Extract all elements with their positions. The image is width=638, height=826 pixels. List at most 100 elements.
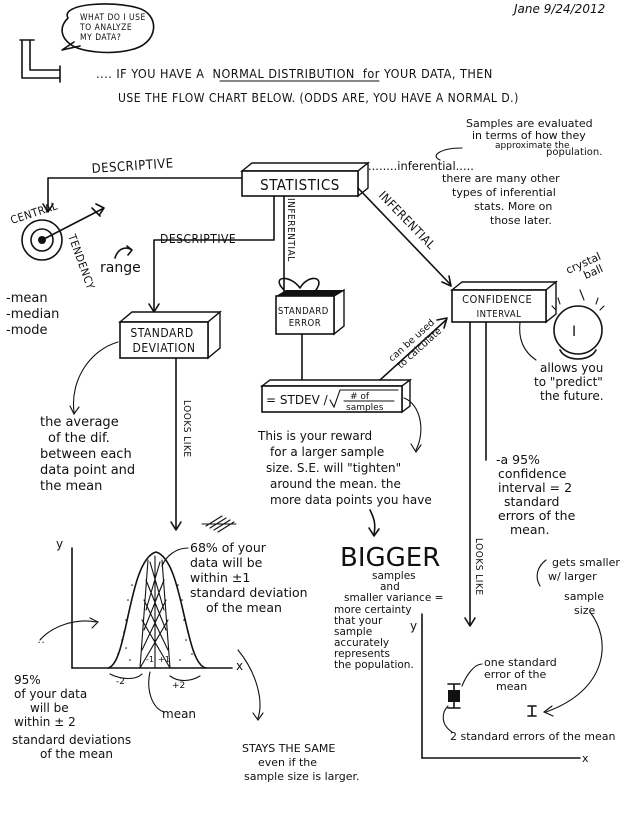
crystal-ball-stand-icon [559,349,597,360]
target-middle-ring [30,228,54,252]
descriptive-top-label: DESCRIPTIVE [91,156,174,177]
one-se-note: one standard error of the mean [484,656,560,693]
can-be-used-arrowhead [436,317,448,329]
sd-definition-note: the average of the dif. between each dat… [40,415,139,494]
se-plot: y x [410,613,589,765]
inferential-dotted-label: ........inferential..... [368,159,474,173]
question-bubble [61,3,155,54]
bell-curve-plot: y x -1 +1 -2 +2 [56,537,243,691]
can-be-used-label: can be used to calculate [387,315,447,372]
stays-same-arrowhead [252,712,264,721]
inferential-vertical-label: INFERENTIAL [285,198,296,262]
many-types-note: there are many other types of inferentia… [442,172,563,227]
formula-box [261,385,403,413]
mean-pointer [148,671,165,713]
bell-95-dots [117,584,193,661]
bell-y-label: y [56,537,63,551]
standard-deviation-box [119,321,209,359]
bell-curve-outline [107,551,207,669]
tendency-label: TENDENCY [65,232,97,292]
standard-deviation-label: STANDARD DEVIATION [130,326,197,355]
descriptive-mid-label: DESCRIPTIVE [160,232,236,246]
pct68-note: 68% of your data will be within ±1 stand… [190,540,312,615]
crystal-ball-sparkle-icon [551,297,605,311]
statistics-box-top [240,162,370,172]
ci-95-note: -a 95% confidence interval = 2 standard … [496,452,579,537]
sd-box-top [118,311,222,323]
bubble-question: WHAT DO I USE TO ANALYZE MY DATA? [79,13,149,43]
crystal-ball-figure-icon: Ⅰ [572,324,576,340]
inferential-diag-arrow [357,187,451,285]
bell-68-verticals [139,555,171,669]
se-x-label: x [582,752,589,765]
allows-predict-note: allows you to "predict" the future. [534,361,607,403]
crystal-ball-label: crystal ball [564,248,611,287]
pct95-note: 95% of your data will be within ± 2 stan… [12,673,135,761]
bell-brackets [109,673,201,682]
formula-numerator: # of [350,392,370,402]
looks-like-right-arrowhead [464,617,476,627]
bell-tick-plus2: +2 [172,681,185,691]
formula-left: = STDEV / [266,393,329,407]
descriptive-top-arrow [47,177,243,211]
target-arrow-icon [41,203,105,241]
reward-arrowhead [410,443,422,453]
looks-like-right-label: LOOKS LIKE [473,538,484,596]
sd-definition-arrowhead [69,405,80,416]
gets-smaller-arrowhead [542,705,554,717]
crystal-ball-icon [553,305,603,355]
gift-bow-icon [278,277,320,291]
bell-tick-minus2: -2 [116,677,125,687]
statistics-box [241,170,359,197]
ci-box-top [450,281,558,291]
one-se-pointer [461,663,483,687]
gets-smaller-pointer [545,611,603,713]
se-y-label: y [410,619,417,633]
formula-box-side [401,378,411,414]
sd-definition-pointer [72,341,119,413]
formula-denominator: samples [346,403,384,413]
ci-box-side [545,280,557,324]
statistics-label: STATISTICS [260,176,340,194]
range-label: range [100,260,141,276]
gets-smaller-hook [536,559,547,587]
gift-lid-icon [276,290,344,296]
range-pointer-arrow [114,245,133,259]
bubble-tail [61,41,81,51]
reward-pointer [403,397,422,451]
mean-label: mean [162,707,196,721]
se-large-marker [448,690,460,702]
looks-like-left-arrowhead [170,521,182,531]
formula-box-top [259,379,413,387]
reward-note: This is your reward for a larger sample … [257,429,432,507]
samples-pointer-line [435,147,463,161]
bell-x-label: x [236,659,243,673]
can-be-used-arrow [379,319,447,381]
stays-same-note: STAYS THE SAME even if the sample size i… [242,742,359,783]
crystal-label-pointer [579,289,585,301]
pct95-pointer [39,617,99,641]
looks-like-left-label: LOOKS LIKE [181,400,192,458]
bell-tick-plus1: +1 [158,655,170,664]
se-small-errorbar [527,705,537,717]
confidence-interval-label: CONFIDENCE INTERVAL [462,293,536,320]
stays-same-pointer [237,649,261,719]
two-se-note: 2 standard errors of the mean [450,730,616,743]
arrow-bracket-icon [19,39,61,83]
standard-error-box [275,295,335,335]
intro-line-2: USE THE FLOW CHART BELOW. (ODDS ARE, YOU… [118,91,519,105]
bigger-title: BIGGER [340,543,440,573]
pct95-dots-mark: ∴ [38,636,44,647]
samples-evaluated-note: Samples are evaluated in terms of how th… [466,117,602,158]
target-outer-ring [21,219,63,261]
predict-pointer [519,321,537,361]
tendency-list: -mean -median -mode [6,291,64,338]
bell-68-crosshatch [139,561,171,669]
descriptive-mid-arrow [153,195,275,311]
confidence-interval-box [451,289,547,323]
inferential-diag-label: INFERENTIAL [376,188,438,252]
date-stamp: Jane 9/24/2012 [512,2,605,16]
descriptive-top-arrowhead [42,203,54,213]
bigger-notes: samples and smaller variance = more cert… [334,570,447,671]
